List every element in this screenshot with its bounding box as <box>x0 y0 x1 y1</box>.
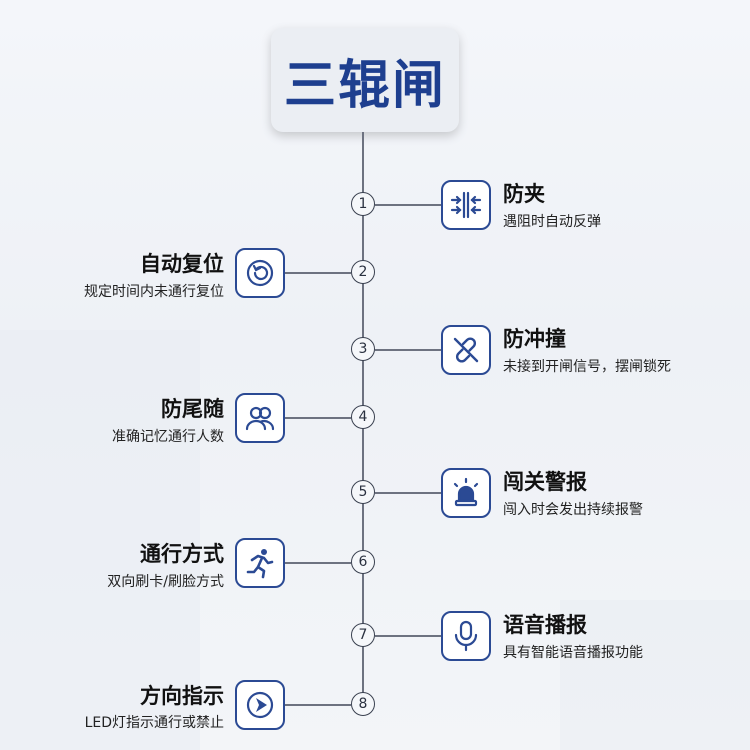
connector-7 <box>375 635 441 637</box>
feature-desc-1: 遇阻时自动反弹 <box>503 214 601 230</box>
feature-title-3: 防冲撞 <box>503 327 566 351</box>
title-card: 三辊闸 <box>271 28 459 132</box>
step-number-8: 8 <box>351 692 375 716</box>
feature-desc-4: 准确记忆通行人数 <box>112 429 224 445</box>
broken-link-icon <box>441 325 491 375</box>
alarm-light-icon <box>441 468 491 518</box>
feature-desc-7: 具有智能语音播报功能 <box>503 645 643 661</box>
feature-title-7: 语音播报 <box>503 613 587 637</box>
step-number-7: 7 <box>351 623 375 647</box>
connector-8 <box>285 704 351 706</box>
step-number-5: 5 <box>351 480 375 504</box>
connector-6 <box>285 562 351 564</box>
background-panel-left <box>0 330 200 750</box>
connector-3 <box>375 349 441 351</box>
feature-desc-2: 规定时间内未通行复位 <box>84 284 224 300</box>
feature-title-5: 闯关警报 <box>503 470 587 494</box>
feature-desc-3: 未接到开闸信号，摆闸锁死 <box>503 359 671 375</box>
auto-reset-icon <box>235 248 285 298</box>
feature-desc-8: LED灯指示通行或禁止 <box>84 715 224 731</box>
direction-arrow-icon <box>235 680 285 730</box>
feature-desc-6: 双向刷卡/刷脸方式 <box>107 574 224 590</box>
connector-5 <box>375 492 441 494</box>
feature-title-4: 防尾随 <box>161 397 224 421</box>
step-number-4: 4 <box>351 405 375 429</box>
page-title: 三辊闸 <box>283 55 446 116</box>
feature-desc-5: 闯入时会发出持续报警 <box>503 502 643 518</box>
people-icon <box>235 393 285 443</box>
connector-2 <box>285 272 351 274</box>
feature-title-1: 防夹 <box>503 182 545 206</box>
feature-title-8: 方向指示 <box>140 684 224 708</box>
connector-1 <box>375 204 441 206</box>
anti-pinch-icon <box>441 180 491 230</box>
feature-title-6: 通行方式 <box>140 542 224 566</box>
connector-4 <box>285 417 351 419</box>
step-number-1: 1 <box>351 192 375 216</box>
step-number-3: 3 <box>351 337 375 361</box>
step-number-2: 2 <box>351 260 375 284</box>
running-person-icon <box>235 538 285 588</box>
background-panel-right <box>560 600 750 750</box>
microphone-icon <box>441 611 491 661</box>
feature-title-2: 自动复位 <box>140 252 224 276</box>
step-number-6: 6 <box>351 550 375 574</box>
